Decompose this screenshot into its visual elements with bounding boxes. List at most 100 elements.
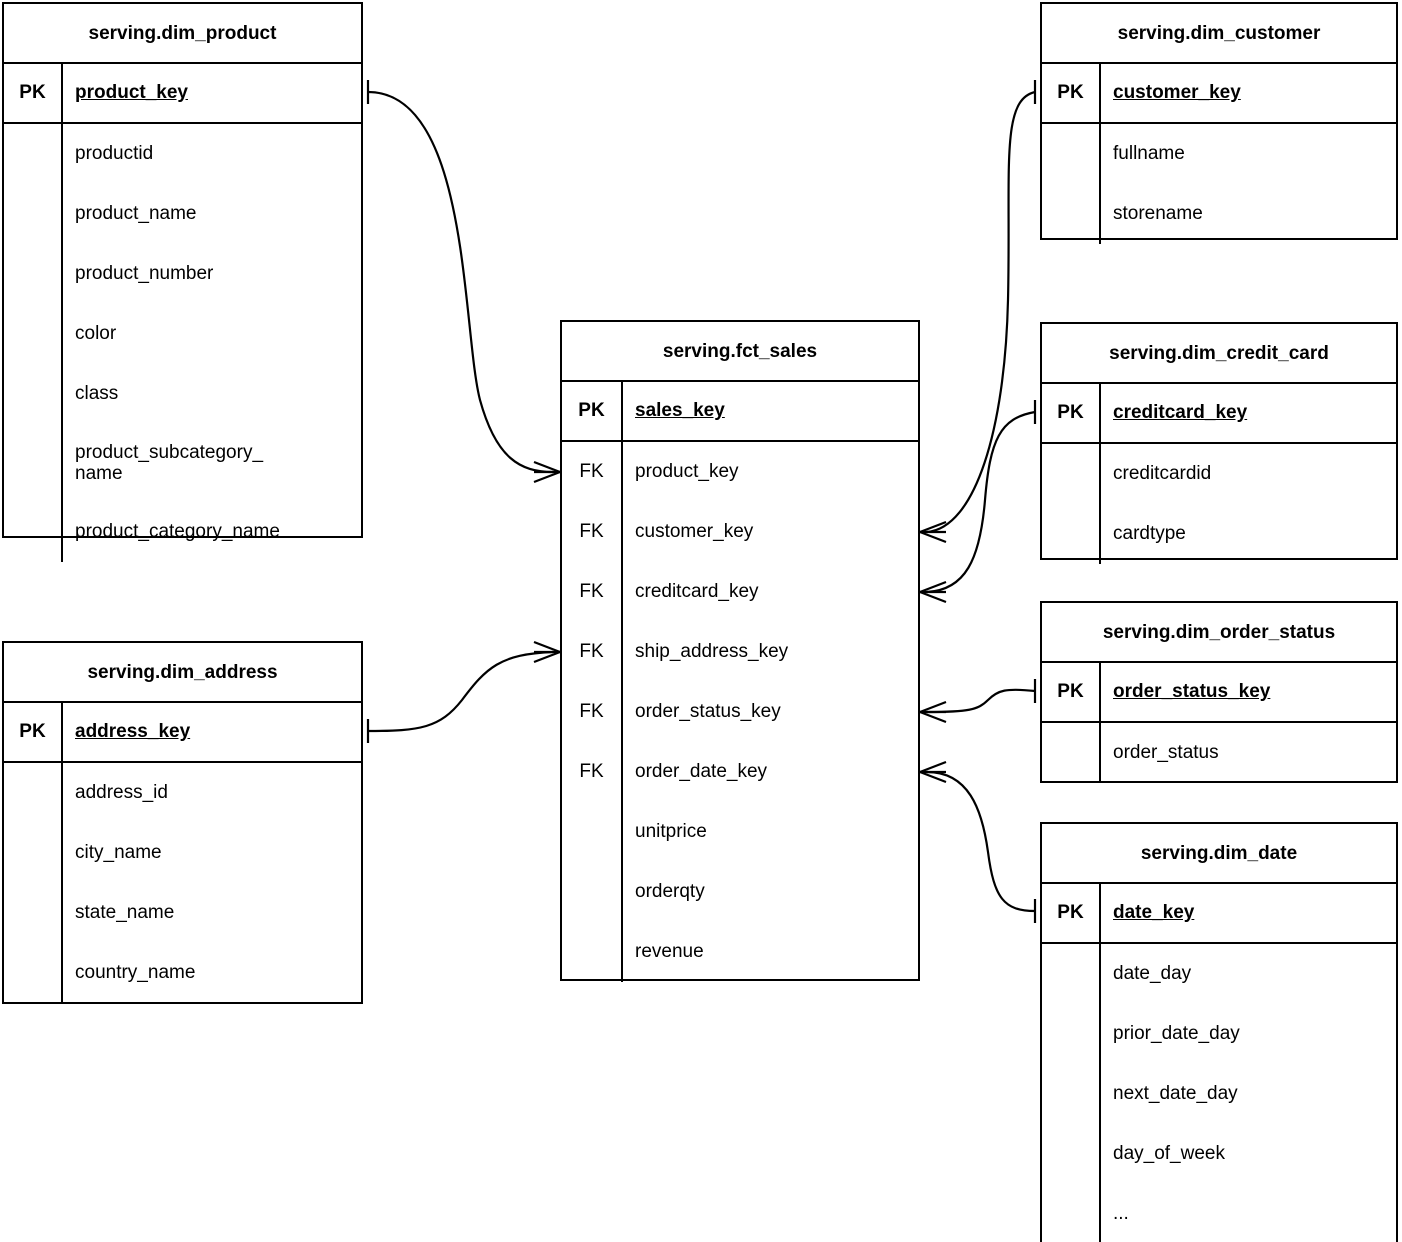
attribute-name: cardtype xyxy=(1113,523,1186,544)
attribute-row[interactable]: order_status xyxy=(1042,723,1396,783)
key-badge xyxy=(1042,944,1101,1004)
pk-badge: PK xyxy=(1042,64,1101,122)
fk-badge: FK xyxy=(562,622,623,682)
entity-dim-address[interactable]: serving.dim_address PK address_key addre… xyxy=(2,641,363,1004)
key-badge xyxy=(4,424,63,502)
attribute-row[interactable]: next_date_day xyxy=(1042,1064,1396,1124)
attribute-list: fullname storename xyxy=(1042,124,1396,244)
attribute-name: product_number xyxy=(75,263,214,284)
attribute-row[interactable]: country_name xyxy=(4,943,361,1003)
entity-title: serving.dim_credit_card xyxy=(1042,324,1396,384)
relationship-sales-to-customer xyxy=(926,90,1036,534)
entity-title: serving.dim_customer xyxy=(1042,4,1396,64)
entity-pk-row[interactable]: PK customer_key xyxy=(1042,64,1396,124)
attribute-row[interactable]: cardtype xyxy=(1042,504,1396,564)
entity-dim-credit-card[interactable]: serving.dim_credit_card PK creditcard_ke… xyxy=(1040,322,1398,564)
entity-pk-row[interactable]: PK address_key xyxy=(4,703,361,763)
key-badge xyxy=(1042,1064,1101,1124)
attribute-name: fullname xyxy=(1113,143,1185,164)
entity-dim-product[interactable]: serving.dim_product PK product_key produ… xyxy=(2,2,363,562)
attribute-name: address_id xyxy=(75,782,168,803)
attribute-name: product_name xyxy=(75,203,197,224)
attribute-row[interactable]: ... xyxy=(1042,1184,1396,1242)
attribute-row[interactable]: city_name xyxy=(4,823,361,883)
attribute-name: state_name xyxy=(75,902,175,923)
relationship-product-to-sales xyxy=(367,90,554,474)
entity-title: serving.fct_sales xyxy=(562,322,918,382)
key-badge xyxy=(562,862,623,922)
crowfoot-sales-orderdate xyxy=(919,760,947,784)
attribute-row[interactable]: product_subcategory_ name xyxy=(4,424,361,502)
entity-title: serving.dim_product xyxy=(4,4,361,64)
key-badge xyxy=(562,802,623,862)
entity-pk-row[interactable]: PK sales_key xyxy=(562,382,918,442)
attribute-row[interactable]: FK order_status_key xyxy=(562,682,918,742)
entity-pk-row[interactable]: PK creditcard_key xyxy=(1042,384,1396,444)
key-badge xyxy=(1042,1004,1101,1064)
attribute-name: creditcard_key xyxy=(635,581,759,602)
attribute-name: orderqty xyxy=(635,881,705,902)
attribute-name: order_status xyxy=(1113,742,1219,763)
attribute-name: color xyxy=(75,323,117,344)
pk-badge: PK xyxy=(1042,884,1101,942)
pk-column-name: creditcard_key xyxy=(1113,402,1248,423)
attribute-row[interactable]: unitprice xyxy=(562,802,918,862)
attribute-row[interactable]: orderqty xyxy=(562,862,918,922)
key-badge xyxy=(4,502,63,562)
key-badge xyxy=(1042,124,1101,184)
attribute-row[interactable]: FK creditcard_key xyxy=(562,562,918,622)
attribute-row[interactable]: FK ship_address_key xyxy=(562,622,918,682)
attribute-name: ... xyxy=(1113,1203,1129,1224)
crowfoot-sales-product xyxy=(533,460,561,484)
attribute-row[interactable]: address_id xyxy=(4,763,361,823)
attribute-name: day_of_week xyxy=(1113,1143,1225,1164)
pk-badge: PK xyxy=(1042,663,1101,721)
crowfoot-sales-customer xyxy=(919,520,947,544)
attribute-row[interactable]: FK order_date_key xyxy=(562,742,918,802)
entity-fct-sales[interactable]: serving.fct_sales PK sales_key FK produc… xyxy=(560,320,920,982)
attribute-row[interactable]: FK product_key xyxy=(562,442,918,502)
entity-pk-row[interactable]: PK order_status_key xyxy=(1042,663,1396,723)
entity-pk-row[interactable]: PK date_key xyxy=(1042,884,1396,944)
attribute-name: city_name xyxy=(75,842,162,863)
attribute-row[interactable]: product_name xyxy=(4,184,361,244)
attribute-name: creditcardid xyxy=(1113,463,1212,484)
attribute-row[interactable]: FK customer_key xyxy=(562,502,918,562)
entity-dim-date[interactable]: serving.dim_date PK date_key date_day pr… xyxy=(1040,822,1398,1242)
attribute-row[interactable]: product_number xyxy=(4,244,361,304)
entity-pk-row[interactable]: PK product_key xyxy=(4,64,361,124)
attribute-row[interactable]: creditcardid xyxy=(1042,444,1396,504)
attribute-name: order_status_key xyxy=(635,701,781,722)
key-badge xyxy=(1042,184,1101,244)
attribute-row[interactable]: day_of_week xyxy=(1042,1124,1396,1184)
attribute-row[interactable]: productid xyxy=(4,124,361,184)
attribute-row[interactable]: color xyxy=(4,304,361,364)
entity-title: serving.dim_date xyxy=(1042,824,1396,884)
attribute-row[interactable]: fullname xyxy=(1042,124,1396,184)
entity-dim-order-status[interactable]: serving.dim_order_status PK order_status… xyxy=(1040,601,1398,783)
attribute-row[interactable]: class xyxy=(4,364,361,424)
relationship-sales-to-orderstatus xyxy=(926,688,1036,714)
attribute-row[interactable]: storename xyxy=(1042,184,1396,244)
crowfoot-sales-shipaddress xyxy=(533,640,561,664)
attribute-row[interactable]: date_day xyxy=(1042,944,1396,1004)
attribute-row[interactable]: state_name xyxy=(4,883,361,943)
pk-column-name: customer_key xyxy=(1113,82,1241,103)
attribute-name: ship_address_key xyxy=(635,641,789,662)
attribute-list: order_status xyxy=(1042,723,1396,783)
attribute-row[interactable]: revenue xyxy=(562,922,918,982)
key-badge xyxy=(1042,1184,1101,1242)
attribute-name: product_key xyxy=(635,461,739,482)
fk-badge: FK xyxy=(562,562,623,622)
attribute-name: storename xyxy=(1113,203,1203,224)
attribute-row[interactable]: prior_date_day xyxy=(1042,1004,1396,1064)
key-badge xyxy=(4,823,63,883)
pk-column-name: address_key xyxy=(75,721,191,742)
entity-dim-customer[interactable]: serving.dim_customer PK customer_key ful… xyxy=(1040,2,1398,244)
key-badge xyxy=(4,184,63,244)
attribute-name: date_day xyxy=(1113,963,1192,984)
pk-column-name: product_key xyxy=(75,82,188,103)
relationship-sales-to-date xyxy=(926,770,1036,913)
attribute-row[interactable]: product_category_name xyxy=(4,502,361,562)
fk-badge: FK xyxy=(562,442,623,502)
